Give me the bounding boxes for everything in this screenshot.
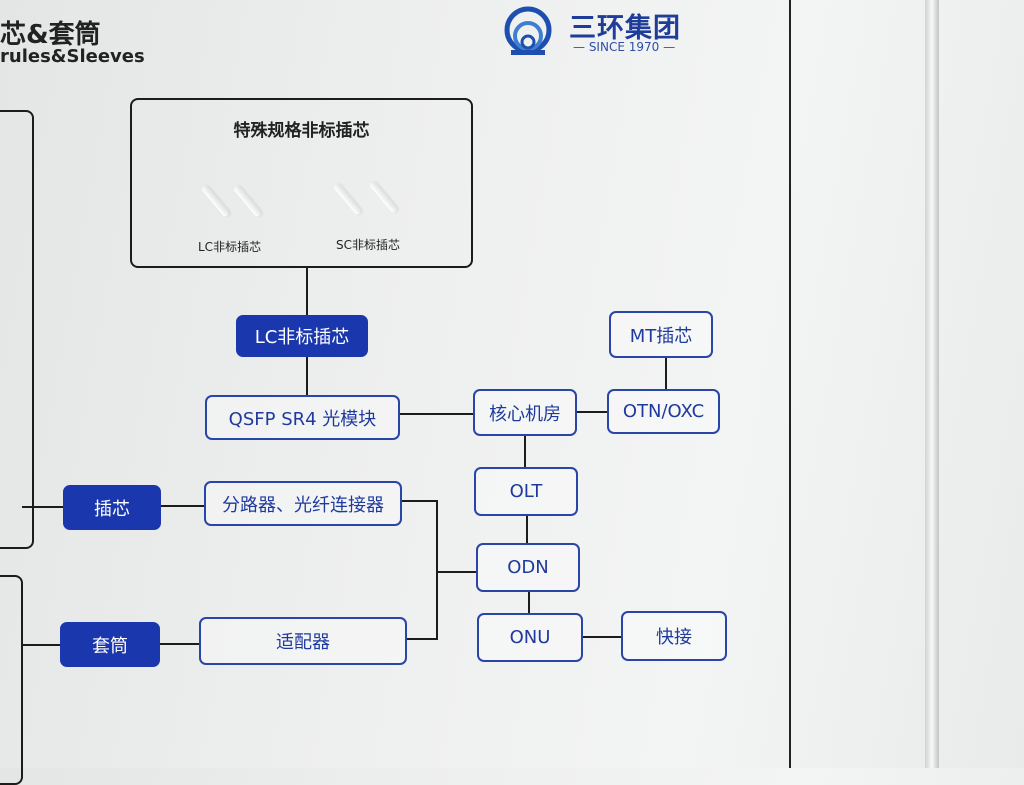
- logo-since: — SINCE 1970 —: [573, 40, 676, 54]
- connector: [161, 505, 204, 507]
- connector: [524, 436, 526, 467]
- connector: [583, 636, 621, 638]
- node-core-room: 核心机房: [473, 389, 577, 436]
- node-lc-ferrule: LC非标插芯: [236, 315, 368, 357]
- connector: [407, 638, 438, 640]
- connector: [437, 571, 476, 573]
- connector: [577, 411, 607, 413]
- node-adapter: 适配器: [199, 617, 407, 665]
- node-qsfp: QSFP SR4 光模块: [205, 395, 400, 440]
- logo-rings-icon: [504, 6, 552, 55]
- connector: [526, 516, 528, 543]
- left-box-lower: [0, 575, 23, 785]
- connector: [436, 500, 438, 640]
- node-otn: OTN/OXC: [607, 389, 720, 434]
- connector: [400, 413, 473, 415]
- node-splitter: 分路器、光纤连接器: [204, 481, 402, 526]
- node-onu: ONU: [477, 613, 583, 662]
- connector: [402, 500, 438, 502]
- connector: [160, 643, 199, 645]
- left-box-upper: [0, 110, 34, 549]
- header-title-cn: 芯&套筒: [0, 20, 101, 50]
- special-title: 特殊规格非标插芯: [233, 121, 370, 141]
- sc-label: SC非标插芯: [336, 238, 400, 252]
- logo: 三环集团 — SINCE 1970 —: [503, 4, 713, 60]
- node-ferrule: 插芯: [63, 485, 161, 530]
- frame-edge: [789, 0, 791, 768]
- connector: [22, 644, 60, 646]
- lc-label: LC非标插芯: [198, 240, 262, 254]
- connector: [665, 358, 667, 389]
- node-quick: 快接: [621, 611, 727, 661]
- connector: [306, 357, 308, 395]
- header-title-en: rules&Sleeves: [0, 46, 145, 67]
- lc-ferrule-image: [232, 184, 263, 218]
- lc-ferrule-image: [200, 184, 231, 218]
- node-odn: ODN: [476, 543, 580, 592]
- node-mt: MT插芯: [609, 311, 713, 358]
- logo-name: 三环集团: [569, 13, 681, 44]
- connector: [22, 506, 63, 508]
- glass-edge: [925, 0, 939, 768]
- special-ferrule-box: 特殊规格非标插芯 LC非标插芯 SC非标插芯: [130, 98, 473, 268]
- connector: [528, 592, 530, 613]
- node-sleeve: 套筒: [60, 622, 160, 667]
- connector: [306, 267, 308, 315]
- sc-ferrule-image: [332, 182, 363, 216]
- sc-ferrule-image: [368, 180, 399, 214]
- node-olt: OLT: [474, 467, 578, 516]
